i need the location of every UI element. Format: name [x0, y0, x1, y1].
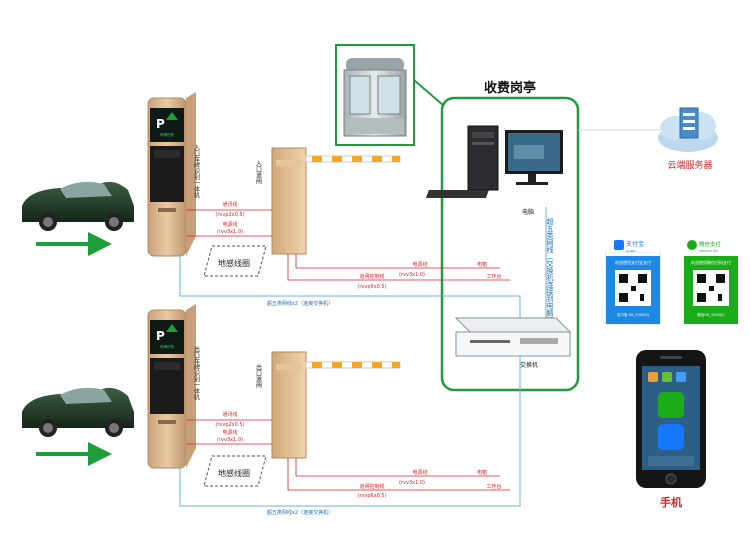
exit-endpoint-2: 工作台 — [486, 483, 501, 490]
exit-green-arrow-icon — [166, 324, 178, 332]
wechat-card-title: 欢迎使用微信扫码支付 — [691, 259, 731, 265]
wechat-card-footer: 微信OK_Y000(5) — [697, 312, 725, 317]
exit-gate-ctrl-spec: (rvvp6x0.5) — [357, 493, 386, 499]
entry-camera-label: 入口车牌识别一体机 — [193, 144, 200, 199]
cloud-server-icon — [658, 107, 718, 152]
entry-endpoint-2: 工作台 — [486, 273, 501, 280]
switch-label: 交换机 — [520, 361, 538, 369]
entry-green-arrow-icon — [166, 112, 178, 120]
cloud-label: 云端服务器 — [667, 159, 712, 171]
phone-icon — [636, 350, 706, 488]
entry-gate-ctrl-spec: (rvvp6x0.5) — [357, 284, 386, 290]
entry-barrier-gate — [271, 147, 401, 255]
entry-parking-p-icon: P — [156, 117, 165, 131]
entry-lane: P 车牌识别 入口车牌识别一体机 入口道闸 地感线圈 通讯线 (rvvp2x0.… — [22, 92, 521, 318]
entry-car-icon — [22, 181, 134, 231]
entry-gate-label: 入口道闸 — [255, 160, 262, 185]
exit-endpoint-1: 电箱 — [477, 469, 487, 476]
alipay-brand-en: ALIPAY — [626, 249, 636, 253]
exit-camera-unit: P 车牌识别 — [147, 304, 196, 469]
exit-network-label: 超五类网线x2（连接交换机） — [267, 509, 333, 516]
entry-network-label: 超五类网线x2（连接交换机） — [267, 300, 333, 307]
switch-icon — [454, 317, 572, 357]
wechat-pay-logo-icon — [687, 240, 697, 250]
wechat-brand: 微信支付 — [699, 240, 722, 248]
entry-loop-label: 地感线圈 — [218, 258, 250, 268]
exit-loop-label: 地感线圈 — [218, 468, 250, 478]
entry-power-line: 电源线 — [222, 221, 237, 228]
exit-power-line: 电源线 — [222, 429, 237, 436]
exit-gate-ctrl: 道闸控制线 — [359, 483, 384, 490]
exit-car-icon — [22, 387, 134, 437]
entry-comm-line: 通讯线 — [222, 201, 237, 208]
exit-power-spec: (rvv3x1.0) — [217, 437, 243, 443]
exit-comm-line: 通讯线 — [222, 411, 237, 418]
exit-barrier-gate — [271, 351, 401, 459]
computer-label: 电脑 — [522, 208, 534, 216]
entry-comm-spec: (rvvp2x0.5) — [215, 212, 244, 218]
entry-endpoint-1: 电箱 — [477, 261, 487, 268]
wechat-brand-en: WECHAT PAY — [699, 249, 718, 253]
booth-title: 收费岗亭 — [484, 80, 536, 96]
entry-gate-power: 电源线 — [412, 261, 427, 268]
booth-link-line — [413, 79, 445, 107]
entry-screen-text: 车牌识别 — [160, 132, 174, 137]
phone-label: 手机 — [660, 495, 682, 509]
exit-parking-p-icon: P — [156, 329, 165, 343]
booth-photo — [335, 44, 415, 146]
exit-gate-power: 电源线 — [412, 469, 427, 476]
switch-cable-label: 超五类网线（交换机连接到电脑） — [546, 217, 554, 323]
entry-power-spec: (rvv3x1.0) — [217, 229, 243, 235]
exit-loop-coil — [203, 455, 267, 487]
computer-icon — [425, 125, 563, 198]
exit-lane: P 车牌识别 出口车牌识别一体机 出口道闸 地感线圈 通讯线 (rvvp2x0.… — [22, 304, 521, 516]
exit-comm-spec: (rvvp2x0.5) — [215, 422, 244, 428]
alipay-brand: 支付宝 — [626, 240, 644, 248]
alipay-card-footer: 支付宝 OK_Y000(5) — [617, 312, 650, 317]
alipay-card-title: 欢迎使用支付宝支付 — [615, 259, 651, 265]
alipay-logo-icon — [614, 240, 624, 250]
entry-camera-unit: P 车牌识别 — [147, 92, 196, 257]
entry-gate-power-spec: (rvv3x1.0) — [399, 272, 425, 278]
entry-gate-ctrl: 道闸控制线 — [359, 273, 384, 280]
exit-camera-label: 出口车牌识别一体机 — [193, 345, 200, 401]
entry-loop-coil — [203, 245, 267, 277]
booth-frame — [440, 96, 580, 392]
exit-gate-label: 出口道闸 — [255, 363, 262, 389]
alipay-card: 支付宝 ALIPAY 欢迎使用支付宝支付 支付宝 OK_Y000(5) — [605, 238, 661, 325]
exit-screen-text: 车牌识别 — [160, 344, 174, 349]
exit-gate-power-spec: (rvv3x1.0) — [399, 480, 425, 486]
wechat-card: 微信支付 WECHAT PAY 欢迎使用微信扫码支付 微信OK_Y000(5) — [684, 238, 738, 324]
